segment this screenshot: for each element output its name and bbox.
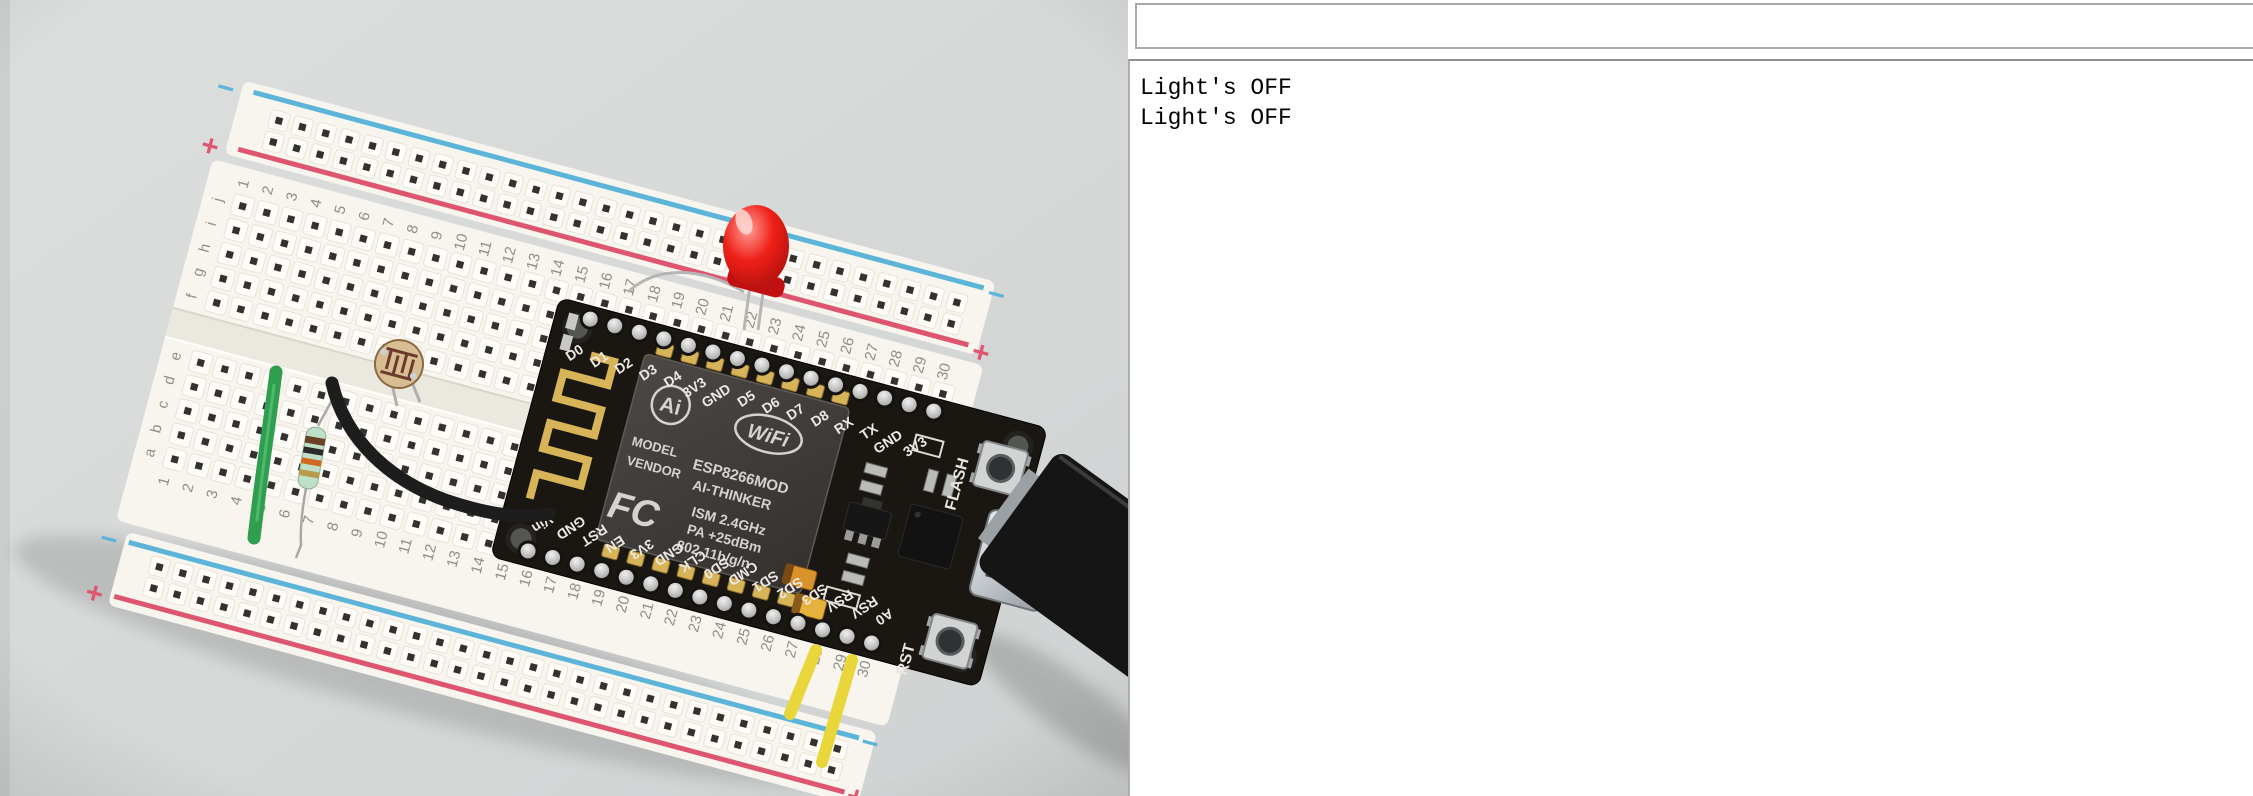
serial-line: Light's OFF	[1140, 75, 1292, 101]
photo-vignette	[0, 0, 1128, 796]
serial-monitor-panel: Light's OFF Light's OFF	[1128, 0, 2253, 796]
serial-line: Light's OFF	[1140, 105, 1292, 131]
breadboard-scene: − + − + − + − + 112233445566778899101011…	[0, 0, 1128, 796]
serial-output[interactable]: Light's OFF Light's OFF	[1128, 59, 2253, 796]
circuit-photo: − + − + − + − + 112233445566778899101011…	[0, 0, 1128, 796]
serial-input[interactable]	[1135, 3, 2253, 49]
